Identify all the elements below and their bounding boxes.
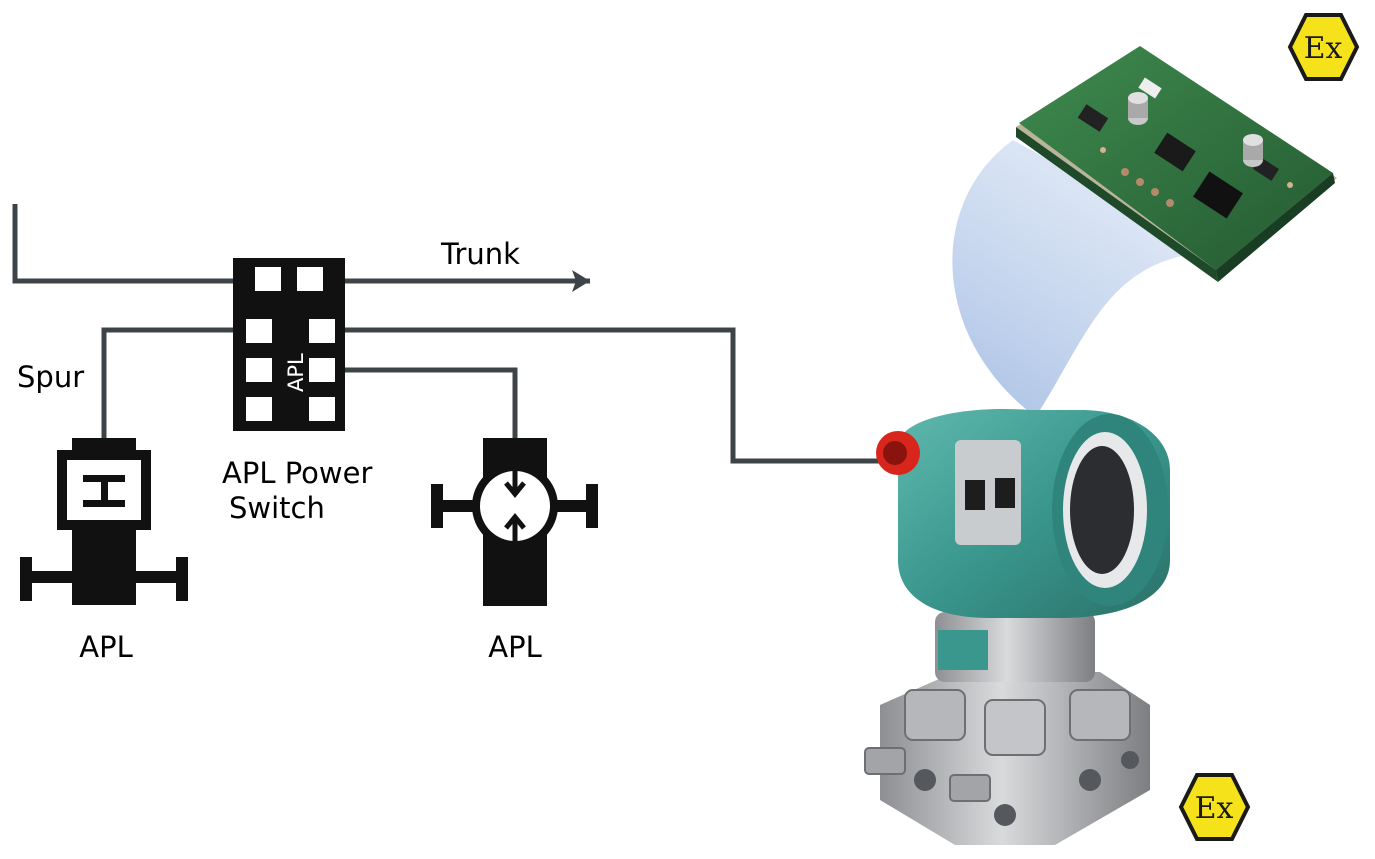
- ex-mark-bottom-label: Ex: [1195, 791, 1234, 826]
- control-valve-icon: [20, 438, 188, 605]
- pressure-transmitter-image: [864, 409, 1170, 845]
- ex-hazard-hexagon-icon: Ex: [1287, 13, 1360, 81]
- ex-mark-top-label: Ex: [1304, 31, 1343, 66]
- switch-vertical-label: APL: [284, 353, 308, 392]
- circuit-board-module-image: [1016, 46, 1337, 282]
- connection-beam: [952, 140, 1208, 410]
- spur-line-valve: [101, 327, 240, 440]
- spur-label: Spur: [17, 360, 84, 394]
- switch-label-line1: APL Power: [222, 456, 372, 490]
- valve-label: APL: [79, 630, 132, 664]
- apl-power-switch-icon: APL: [233, 258, 345, 431]
- trunk-label: Trunk: [440, 237, 520, 271]
- spur-line-transmitter: [340, 327, 880, 464]
- flow-meter-icon: [431, 438, 598, 606]
- spur-line-flowmeter: [340, 367, 518, 440]
- trunk-line: [12, 204, 590, 284]
- trunk-arrowhead: [572, 270, 590, 292]
- switch-label-line2: Switch: [229, 491, 325, 525]
- flowmeter-label: APL: [488, 630, 541, 664]
- spur-lines: [101, 327, 880, 464]
- ex-hazard-hexagon-icon-bottom: Ex: [1178, 773, 1251, 841]
